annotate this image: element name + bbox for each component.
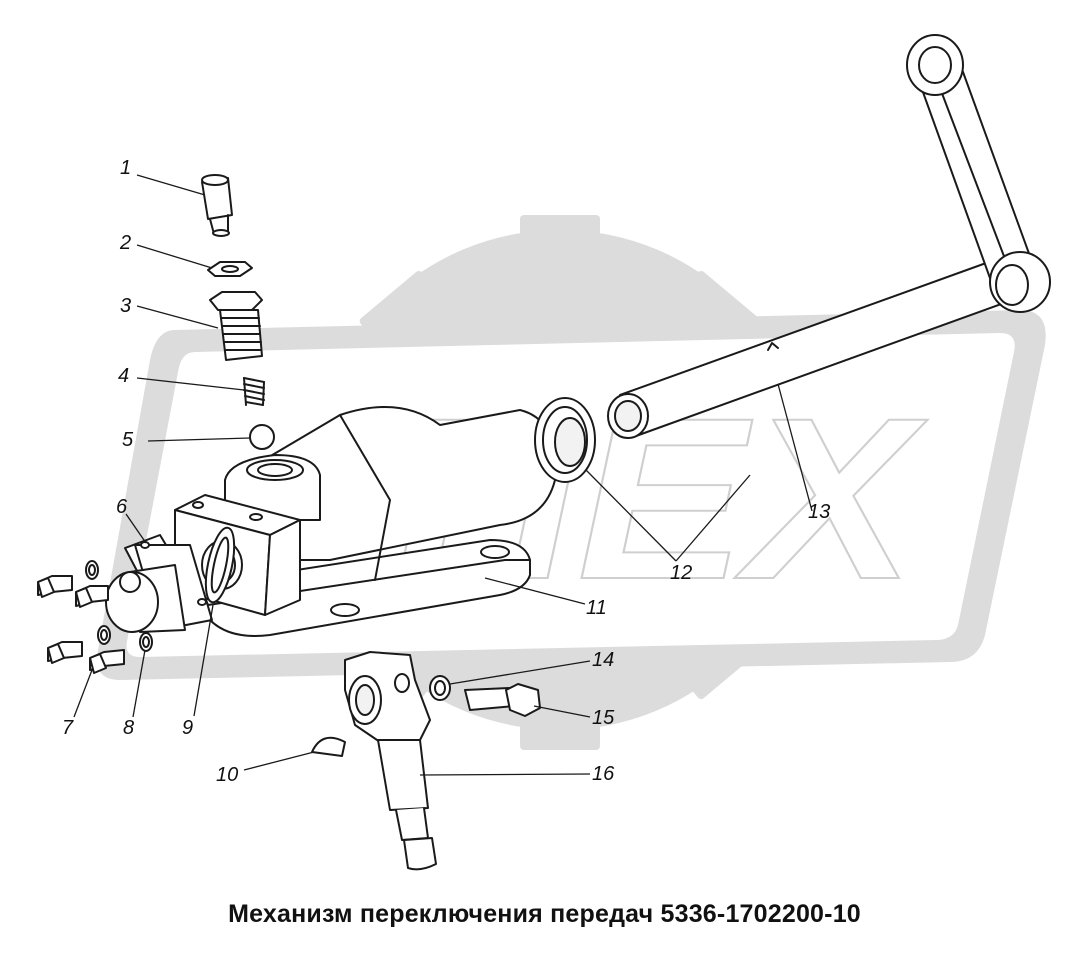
callout-16: 16 [592, 763, 615, 785]
part-14-ring [429, 675, 451, 701]
callout-5: 5 [122, 429, 134, 451]
callout-8: 8 [123, 717, 135, 739]
part-1-pin [201, 174, 233, 237]
callout-10: 10 [216, 764, 239, 786]
callout-3: 3 [120, 295, 132, 317]
part-9-gasket [204, 526, 236, 604]
part-12-bushing [534, 397, 596, 483]
callout-1: 1 [120, 157, 132, 179]
part-10-key [311, 736, 346, 757]
callout-11: 11 [586, 597, 607, 619]
part-8-washers [85, 560, 153, 652]
part-3-plug [209, 291, 263, 361]
callout-7: 7 [62, 717, 74, 739]
part-7-bolts [37, 575, 125, 674]
part-2-nut [207, 261, 253, 277]
part-5-ball [249, 424, 275, 450]
part-16-shift-arm [344, 651, 437, 871]
part-13-shift-rod [607, 34, 1051, 439]
callout-15: 15 [592, 707, 615, 729]
callout-14: 14 [592, 649, 615, 671]
callout-2: 2 [120, 232, 132, 254]
part-4-spring [243, 377, 265, 406]
part-6-cover [105, 534, 213, 633]
callout-13: 13 [808, 501, 831, 523]
leader-lines [73, 174, 813, 776]
diagram-caption: Механизм переключения передач 5336-17022… [228, 900, 861, 928]
part-15-bolt [464, 683, 541, 717]
callout-4: 4 [118, 365, 130, 387]
callout-6: 6 [116, 496, 128, 518]
callout-9: 9 [182, 717, 194, 739]
callout-12: 12 [670, 562, 693, 584]
